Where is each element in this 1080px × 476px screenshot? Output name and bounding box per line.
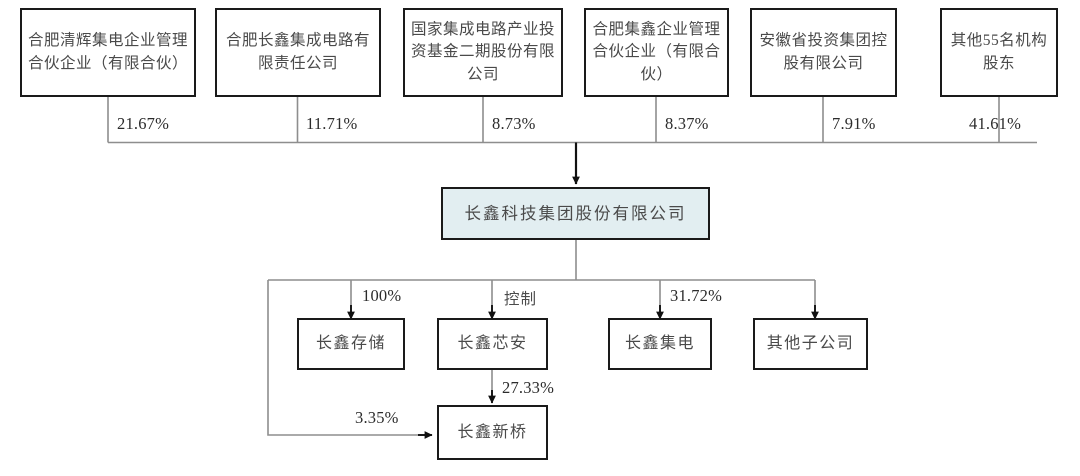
shareholding-percent-5: 7.91% [832, 114, 876, 133]
shareholder-name: 其他55名机构股东 [950, 32, 1048, 72]
shareholder-box-4[interactable]: 合肥集鑫企业管理合伙企业（有限合伙） [584, 8, 729, 97]
shareholder-name: 合肥清辉集电企业管理合伙企业（有限合伙） [27, 32, 188, 72]
relation-label-xinqiao-from-xinan: 27.33% [502, 378, 555, 397]
shareholder-box-1[interactable]: 合肥清辉集电企业管理合伙企业（有限合伙） [20, 8, 196, 97]
shareholder-box-3[interactable]: 国家集成电路产业投资基金二期股份有限公司 [403, 8, 563, 97]
relation-label-xinqiao-from-parent: 3.35% [355, 408, 399, 427]
shareholding-percent-2: 11.71% [306, 114, 358, 133]
subsidiary-name: 长鑫存储 [315, 335, 386, 353]
relation-label-jidian: 31.72% [670, 286, 723, 305]
shareholder-name: 安徽省投资集团控股有限公司 [759, 32, 888, 72]
shareholder-name: 合肥长鑫集成电路有限责任公司 [225, 32, 370, 72]
shareholding-percent-1: 21.67% [117, 114, 170, 133]
shareholder-name: 国家集成电路产业投资基金二期股份有限公司 [410, 20, 555, 83]
shareholder-box-5[interactable]: 安徽省投资集团控股有限公司 [750, 8, 897, 97]
shareholding-percent-6: 41.61% [969, 114, 1022, 133]
relation-label-cunchu: 100% [362, 286, 402, 305]
shareholding-percent-3: 8.73% [492, 114, 536, 133]
subsidiary-name: 长鑫新桥 [457, 423, 528, 441]
shareholder-box-6[interactable]: 其他55名机构股东 [940, 8, 1058, 97]
subsidiary-box-changxin-cunchu[interactable]: 长鑫存储 [297, 318, 405, 370]
subsidiary-name: 长鑫芯安 [457, 335, 528, 353]
subsidiary-name: 其他子公司 [766, 335, 855, 353]
shareholder-name: 合肥集鑫企业管理合伙企业（有限合伙） [592, 20, 721, 83]
shareholding-percent-4: 8.37% [665, 114, 709, 133]
subsidiary-name: 长鑫集电 [624, 335, 695, 353]
subsidiary-box-changxin-xinan[interactable]: 长鑫芯安 [437, 318, 548, 370]
subsidiary-box-changxin-xinqiao[interactable]: 长鑫新桥 [437, 405, 548, 460]
shareholder-box-2[interactable]: 合肥长鑫集成电路有限责任公司 [215, 8, 381, 97]
parent-company-box[interactable]: 长鑫科技集团股份有限公司 [441, 187, 710, 240]
relation-label-xinan: 控制 [504, 291, 538, 308]
subsidiary-box-other[interactable]: 其他子公司 [753, 318, 868, 370]
parent-company-name: 长鑫科技集团股份有限公司 [464, 203, 687, 223]
subsidiary-box-changxin-jidian[interactable]: 长鑫集电 [608, 318, 712, 370]
